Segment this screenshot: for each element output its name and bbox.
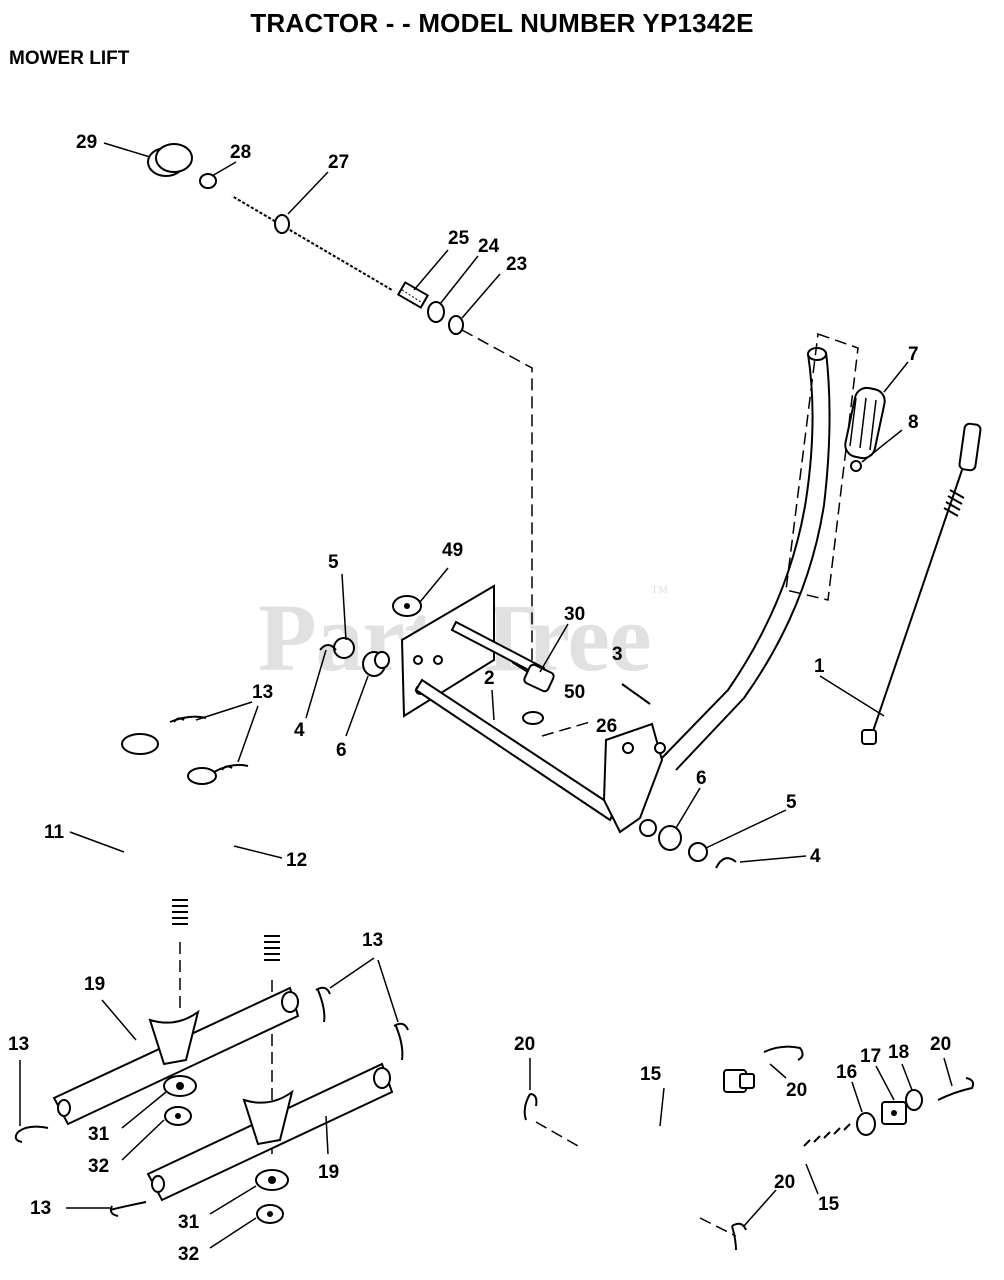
callout-26: 26 (596, 716, 617, 737)
callout-20: 20 (774, 1172, 795, 1193)
section-title: MOWER LIFT (9, 48, 130, 69)
callout-29: 29 (76, 132, 97, 153)
callout-12: 12 (286, 850, 307, 871)
block-17 (881, 1101, 907, 1125)
callout-20: 20 (930, 1034, 951, 1055)
callout-19: 19 (84, 974, 105, 995)
callout-20: 20 (786, 1080, 807, 1101)
callout-28: 28 (230, 142, 251, 163)
clip-13-d (393, 1022, 409, 1061)
callout-5: 5 (786, 792, 797, 813)
rod-1 (861, 422, 982, 745)
callout-30: 30 (564, 604, 585, 625)
lever-bracket (602, 722, 666, 834)
callout-labels: 29 28 27 25 24 23 7 8 49 5 30 3 1 13 2 5… (8, 132, 951, 1265)
callout-15: 15 (818, 1194, 840, 1215)
lift-arm-19-lower (146, 1062, 394, 1202)
callout-18: 18 (888, 1042, 909, 1063)
rod-15-upper (577, 1069, 755, 1151)
callout-3: 3 (612, 644, 623, 665)
clip-20-a (523, 1093, 538, 1121)
callout-27: 27 (328, 152, 349, 173)
clip-50 (522, 711, 544, 725)
callout-31: 31 (178, 1212, 200, 1233)
callout-16: 16 (836, 1062, 857, 1083)
clip-13-b (213, 763, 249, 773)
callout-7: 7 (908, 344, 919, 365)
clip-4-left (319, 644, 337, 651)
callout-31: 31 (88, 1124, 110, 1145)
clip-20-b (763, 1045, 804, 1061)
callout-25: 25 (448, 228, 470, 249)
callout-13: 13 (362, 930, 383, 951)
clip-20-d (731, 1222, 747, 1251)
callout-13: 13 (8, 1034, 29, 1055)
nut-32-upper (164, 1106, 192, 1126)
callout-32: 32 (178, 1244, 199, 1265)
pin-26 (541, 721, 591, 737)
clip-13-e (14, 1125, 49, 1143)
callout-23: 23 (506, 254, 527, 275)
callout-13: 13 (30, 1198, 51, 1219)
rod-15-lower (684, 1123, 851, 1237)
bushing-18 (905, 1089, 923, 1111)
callout-8: 8 (908, 412, 919, 433)
callout-2: 2 (484, 668, 495, 689)
link-11 (121, 733, 188, 936)
washer-49 (392, 595, 422, 617)
clip-13-c (315, 986, 331, 1023)
callout-6: 6 (336, 740, 347, 761)
callout-4: 4 (294, 720, 305, 741)
callout-20: 20 (514, 1034, 535, 1055)
callout-15: 15 (640, 1064, 662, 1085)
clip-4-right (715, 857, 737, 869)
knob-29 (147, 143, 193, 177)
spring-25 (396, 281, 430, 309)
nut-32-lower (256, 1204, 284, 1224)
callout-11: 11 (44, 822, 65, 843)
bushing-31-lower (255, 1169, 289, 1191)
callout-17: 17 (860, 1046, 881, 1067)
callout-6: 6 (696, 768, 707, 789)
bushing-6-right (639, 819, 682, 851)
callout-5: 5 (328, 552, 339, 573)
callout-1: 1 (814, 656, 825, 677)
pivot-30 (511, 661, 555, 693)
clip-13-a (169, 715, 207, 723)
callout-32: 32 (88, 1156, 109, 1177)
bushing-6-left (362, 651, 390, 677)
grip-7 (844, 386, 886, 460)
threaded-rod-27 (231, 195, 393, 291)
callout-49: 49 (442, 540, 463, 561)
pin-3 (621, 683, 651, 705)
plug-8 (850, 460, 862, 472)
lift-arm-19-upper (52, 986, 300, 1126)
nut-16 (856, 1112, 876, 1136)
clip-20-c (937, 1077, 975, 1101)
page-title: TRACTOR - - MODEL NUMBER YP1342E (250, 8, 754, 38)
clip-13-f (109, 1201, 147, 1217)
nut-23 (448, 315, 464, 335)
link-12 (187, 767, 280, 973)
callout-19: 19 (318, 1162, 339, 1183)
washer-24 (427, 301, 445, 323)
washer-5-right (688, 842, 708, 862)
callout-13: 13 (252, 682, 273, 703)
nut-28 (199, 173, 217, 189)
callout-50: 50 (564, 682, 585, 703)
bushing-31-upper (163, 1075, 197, 1097)
callout-24: 24 (478, 236, 500, 257)
callout-4: 4 (810, 846, 821, 867)
washer-5-left (333, 637, 355, 659)
